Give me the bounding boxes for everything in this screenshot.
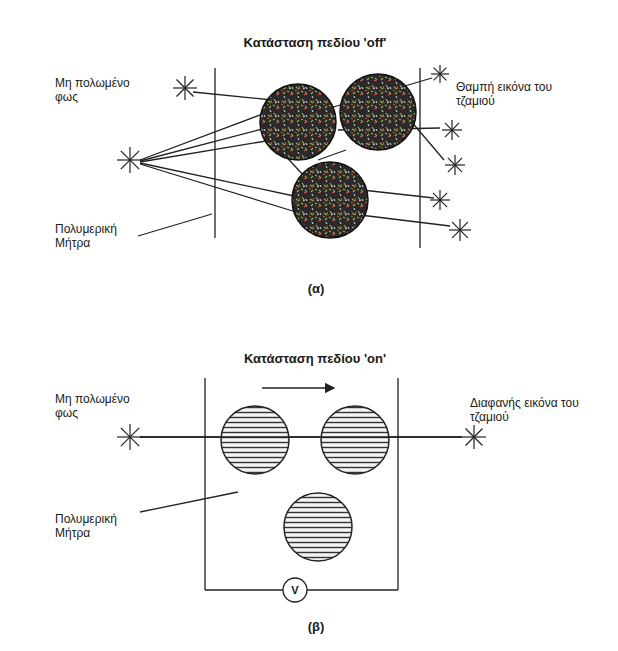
image-label: Θαμπή εικόνα του τζαμιού xyxy=(456,80,566,108)
light-label: Μη πολωμένο φως xyxy=(55,392,145,420)
light-star xyxy=(433,193,447,207)
light-star xyxy=(121,428,139,446)
panel-number: (β) xyxy=(296,620,336,634)
light-star xyxy=(177,80,194,97)
panel-title: Κατάσταση πεδίου 'off' xyxy=(200,36,430,50)
matrix-label: Πολυμερική Μήτρα xyxy=(55,512,145,540)
light-star xyxy=(466,429,483,446)
matrix-label: Πολυμερική Μήτρα xyxy=(55,222,145,250)
light-star xyxy=(452,222,468,238)
image-label: Διαφανής εικόνα του τζαμιού xyxy=(470,396,590,424)
panel-title: Κατάσταση πεδίου 'on' xyxy=(200,352,430,366)
panel-number: (α) xyxy=(296,282,336,296)
light-star xyxy=(434,68,447,81)
light-label: Μη πολωμένο φως xyxy=(55,76,145,104)
voltmeter-symbol: V xyxy=(285,582,305,598)
light-star xyxy=(448,158,462,172)
light-star xyxy=(445,123,459,137)
light-star xyxy=(121,151,139,169)
